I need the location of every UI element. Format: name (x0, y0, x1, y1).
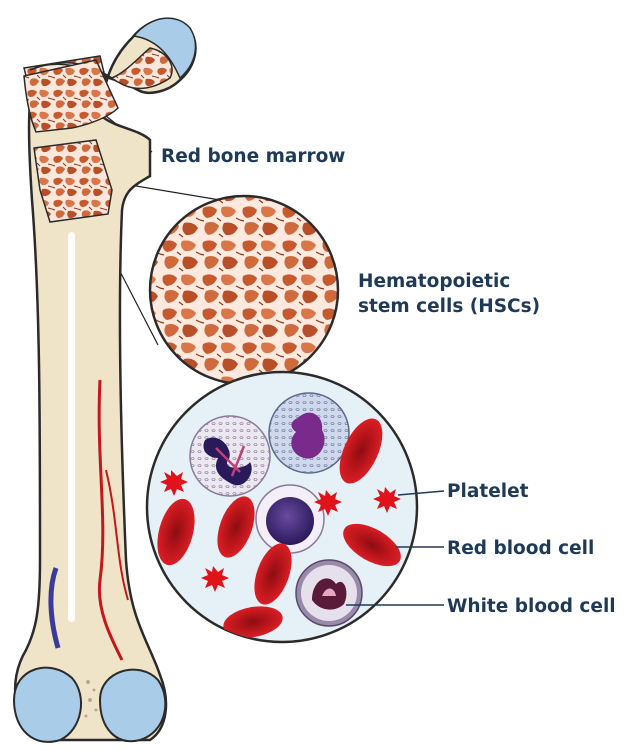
label-hsc-line1: Hematopoietic (358, 269, 540, 294)
blood-cells-magnified-view (147, 372, 417, 642)
label-hematopoietic-stem-cells: Hematopoietic stem cells (HSCs) (358, 269, 540, 319)
label-hsc-line2: stem cells (HSCs) (358, 294, 540, 319)
shaft-highlight (68, 232, 75, 622)
granulocyte-cell (190, 416, 270, 496)
condyle-left (14, 668, 81, 742)
condyle-right (100, 670, 165, 742)
white-blood-cell (296, 560, 362, 626)
label-platelet: Platelet (447, 479, 529, 504)
label-red-bone-marrow: Red bone marrow (161, 144, 345, 169)
label-white-blood-cell: White blood cell (447, 594, 616, 619)
hsc-magnified-view (150, 196, 338, 384)
monocyte-cell (269, 393, 349, 473)
label-red-blood-cell: Red blood cell (447, 536, 594, 561)
lymphocyte-cell (256, 485, 324, 553)
marrow-region-neck (34, 140, 112, 222)
